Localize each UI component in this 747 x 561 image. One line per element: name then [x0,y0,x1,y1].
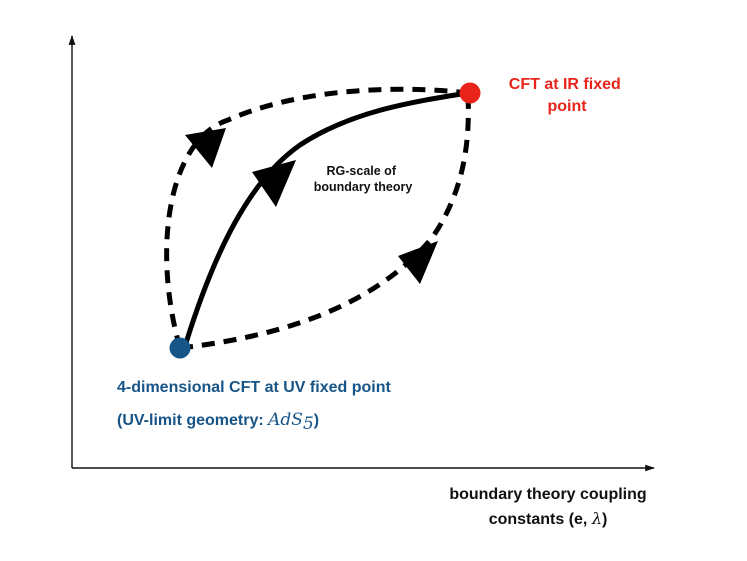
uv-label-line1: 4-dimensional CFT at UV fixed point [117,379,391,396]
rg-label-line1: RG-scale of [327,164,397,178]
x-axis-label-line1: boundary theory coupling [449,486,646,503]
uv-label-line2: (UV-limit geometry: AdS5) [117,410,319,434]
x-axis-label-suffix: ) [602,511,607,528]
lower-path-arrowhead [398,241,438,284]
x-axis-label-line2: constants (e, λ) [489,509,608,528]
rg-flow-arrowhead [252,160,296,207]
x-axis-label-math: λ [591,509,602,528]
ir-label-line1: CFT at IR fixed [509,76,621,93]
upper-path-arrowhead [185,128,226,168]
rg-label-line2: boundary theory [314,180,413,194]
uv-label-prefix: (UV-limit geometry: [117,412,268,429]
uv-label-suffix: ) [314,412,319,429]
ir-fixed-point-dot [459,82,481,104]
uv-label-math-sub: 5 [303,414,314,434]
ir-fixed-point-label: CFT at IR fixed point [509,76,625,115]
uv-label-math: AdS [266,410,303,430]
upper-dashed-flow-path [164,86,469,349]
rg-flow-solid-path [183,90,469,344]
rg-scale-label: RG-scale of boundary theory [314,164,413,194]
uv-fixed-point-dot [169,337,191,359]
ir-label-line2: point [547,98,587,115]
x-axis-label-prefix: constants (e, [489,511,592,528]
